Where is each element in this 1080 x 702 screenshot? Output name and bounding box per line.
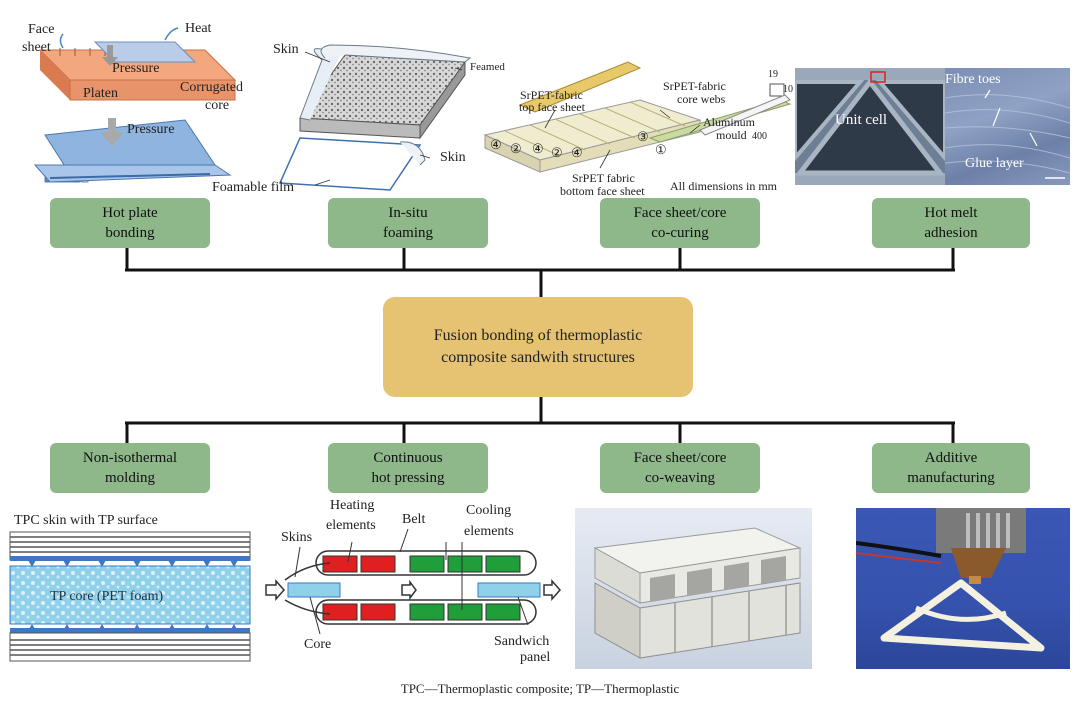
method-additive-manufacturing: Additive manufacturing xyxy=(872,443,1030,493)
label-unit-cell: Unit cell xyxy=(835,112,888,128)
method-label: Hot plate xyxy=(102,205,158,221)
circled-num: ④ xyxy=(490,137,502,152)
center-title-line1: Fusion bonding of thermoplastic xyxy=(433,327,643,344)
method-label: co-curing xyxy=(651,225,709,241)
method-label: molding xyxy=(104,470,155,486)
circled-num: ④ xyxy=(532,141,544,156)
label-cooling-1: Cooling xyxy=(466,503,512,518)
label-top-face-2: top face sheet xyxy=(519,100,585,114)
label-sandwich: Sandwich xyxy=(494,634,550,649)
circled-num: ① xyxy=(655,142,667,157)
label-bottom-2: bottom face sheet xyxy=(560,184,645,198)
method-non-isothermal-molding: Non-isothermal molding xyxy=(50,443,210,493)
label-glue-layer: Glue layer xyxy=(965,156,1024,171)
label-belt: Belt xyxy=(402,512,426,527)
label-top-face-1: SrPET-fabric xyxy=(520,88,583,102)
method-hot-plate-bonding: Hot plate bonding xyxy=(50,198,210,248)
label-pressure-top: Pressure xyxy=(112,61,160,76)
label-core-webs-1: SrPET-fabric xyxy=(663,79,726,93)
method-face-sheet-core-co-weaving: Face sheet/core co-weaving xyxy=(600,443,760,493)
label-tpc-skin: TPC skin with TP surface xyxy=(14,513,158,528)
additive-manufacturing-photo xyxy=(856,508,1070,669)
label-all-dimensions: All dimensions in mm xyxy=(670,179,778,193)
label-skin-top: Skin xyxy=(273,42,299,57)
circled-num: ② xyxy=(551,145,563,160)
label-feamed: Feamed xyxy=(470,61,505,73)
label-mould-1: Aluminum xyxy=(703,115,756,129)
method-in-situ-foaming: In-situ foaming xyxy=(328,198,488,248)
label-bottom-1: SrPET fabric xyxy=(572,171,635,185)
label-pressure-bottom: Pressure xyxy=(127,122,175,137)
method-label: Additive xyxy=(924,450,978,466)
method-label: Continuous xyxy=(373,450,443,466)
glue-layer-photo: Fibre toes Glue layer xyxy=(945,68,1070,185)
circled-num: ② xyxy=(510,141,522,156)
label-skins: Skins xyxy=(281,530,313,545)
label-heating-2: elements xyxy=(326,518,376,533)
method-hot-melt-adhesion: Hot melt adhesion xyxy=(872,198,1030,248)
label-core-webs-2: core webs xyxy=(677,92,726,106)
method-label: manufacturing xyxy=(907,470,995,486)
label-dim-10: 10 xyxy=(783,84,793,95)
method-label: In-situ xyxy=(388,205,428,221)
method-label: bonding xyxy=(105,225,155,241)
unit-cell-photo: Unit cell xyxy=(795,68,945,185)
method-label: adhesion xyxy=(924,225,978,241)
label-heating-1: Heating xyxy=(330,498,375,513)
method-continuous-hot-pressing: Continuous hot pressing xyxy=(328,443,488,493)
label-core: core xyxy=(205,98,230,113)
label-dim-19: 19 xyxy=(768,69,778,80)
label-cooling-2: elements xyxy=(464,524,514,539)
method-label: Face sheet/core xyxy=(633,205,727,221)
label-platen: Platen xyxy=(83,86,118,101)
method-label: foaming xyxy=(383,225,433,241)
label-face: Face xyxy=(28,22,55,37)
center-title-line2: composite sandwith structures xyxy=(441,349,635,366)
label-heat: Heat xyxy=(185,21,212,36)
method-face-sheet-core-co-curing: Face sheet/core co-curing xyxy=(600,198,760,248)
label-tp-core: TP core (PET foam) xyxy=(50,589,164,604)
method-label: Non-isothermal xyxy=(82,450,178,466)
circled-num: ④ xyxy=(571,145,583,160)
label-fibre-toes: Fibre toes xyxy=(945,72,1001,87)
label-dim-400: 400 xyxy=(752,131,767,142)
label-skin-right: Skin xyxy=(440,150,466,165)
figure-caption: TPC—Thermoplastic composite; TP—Thermopl… xyxy=(400,681,680,696)
fusion-bonding-center-box: Fusion bonding of thermoplastic composit… xyxy=(383,297,693,397)
co-weaving-photo xyxy=(575,508,812,669)
label-panel: panel xyxy=(520,650,551,665)
label-core: Core xyxy=(304,637,332,652)
method-label: Hot melt xyxy=(924,205,978,221)
circled-num: ③ xyxy=(637,129,649,144)
method-label: hot pressing xyxy=(371,470,445,486)
label-sheet: sheet xyxy=(22,40,51,55)
method-label: co-weaving xyxy=(645,470,715,486)
method-label: Face sheet/core xyxy=(633,450,727,466)
label-mould-2: mould xyxy=(716,128,747,142)
label-foamable-film: Foamable film xyxy=(212,180,295,195)
label-corrugated: Corrugated xyxy=(180,80,243,95)
